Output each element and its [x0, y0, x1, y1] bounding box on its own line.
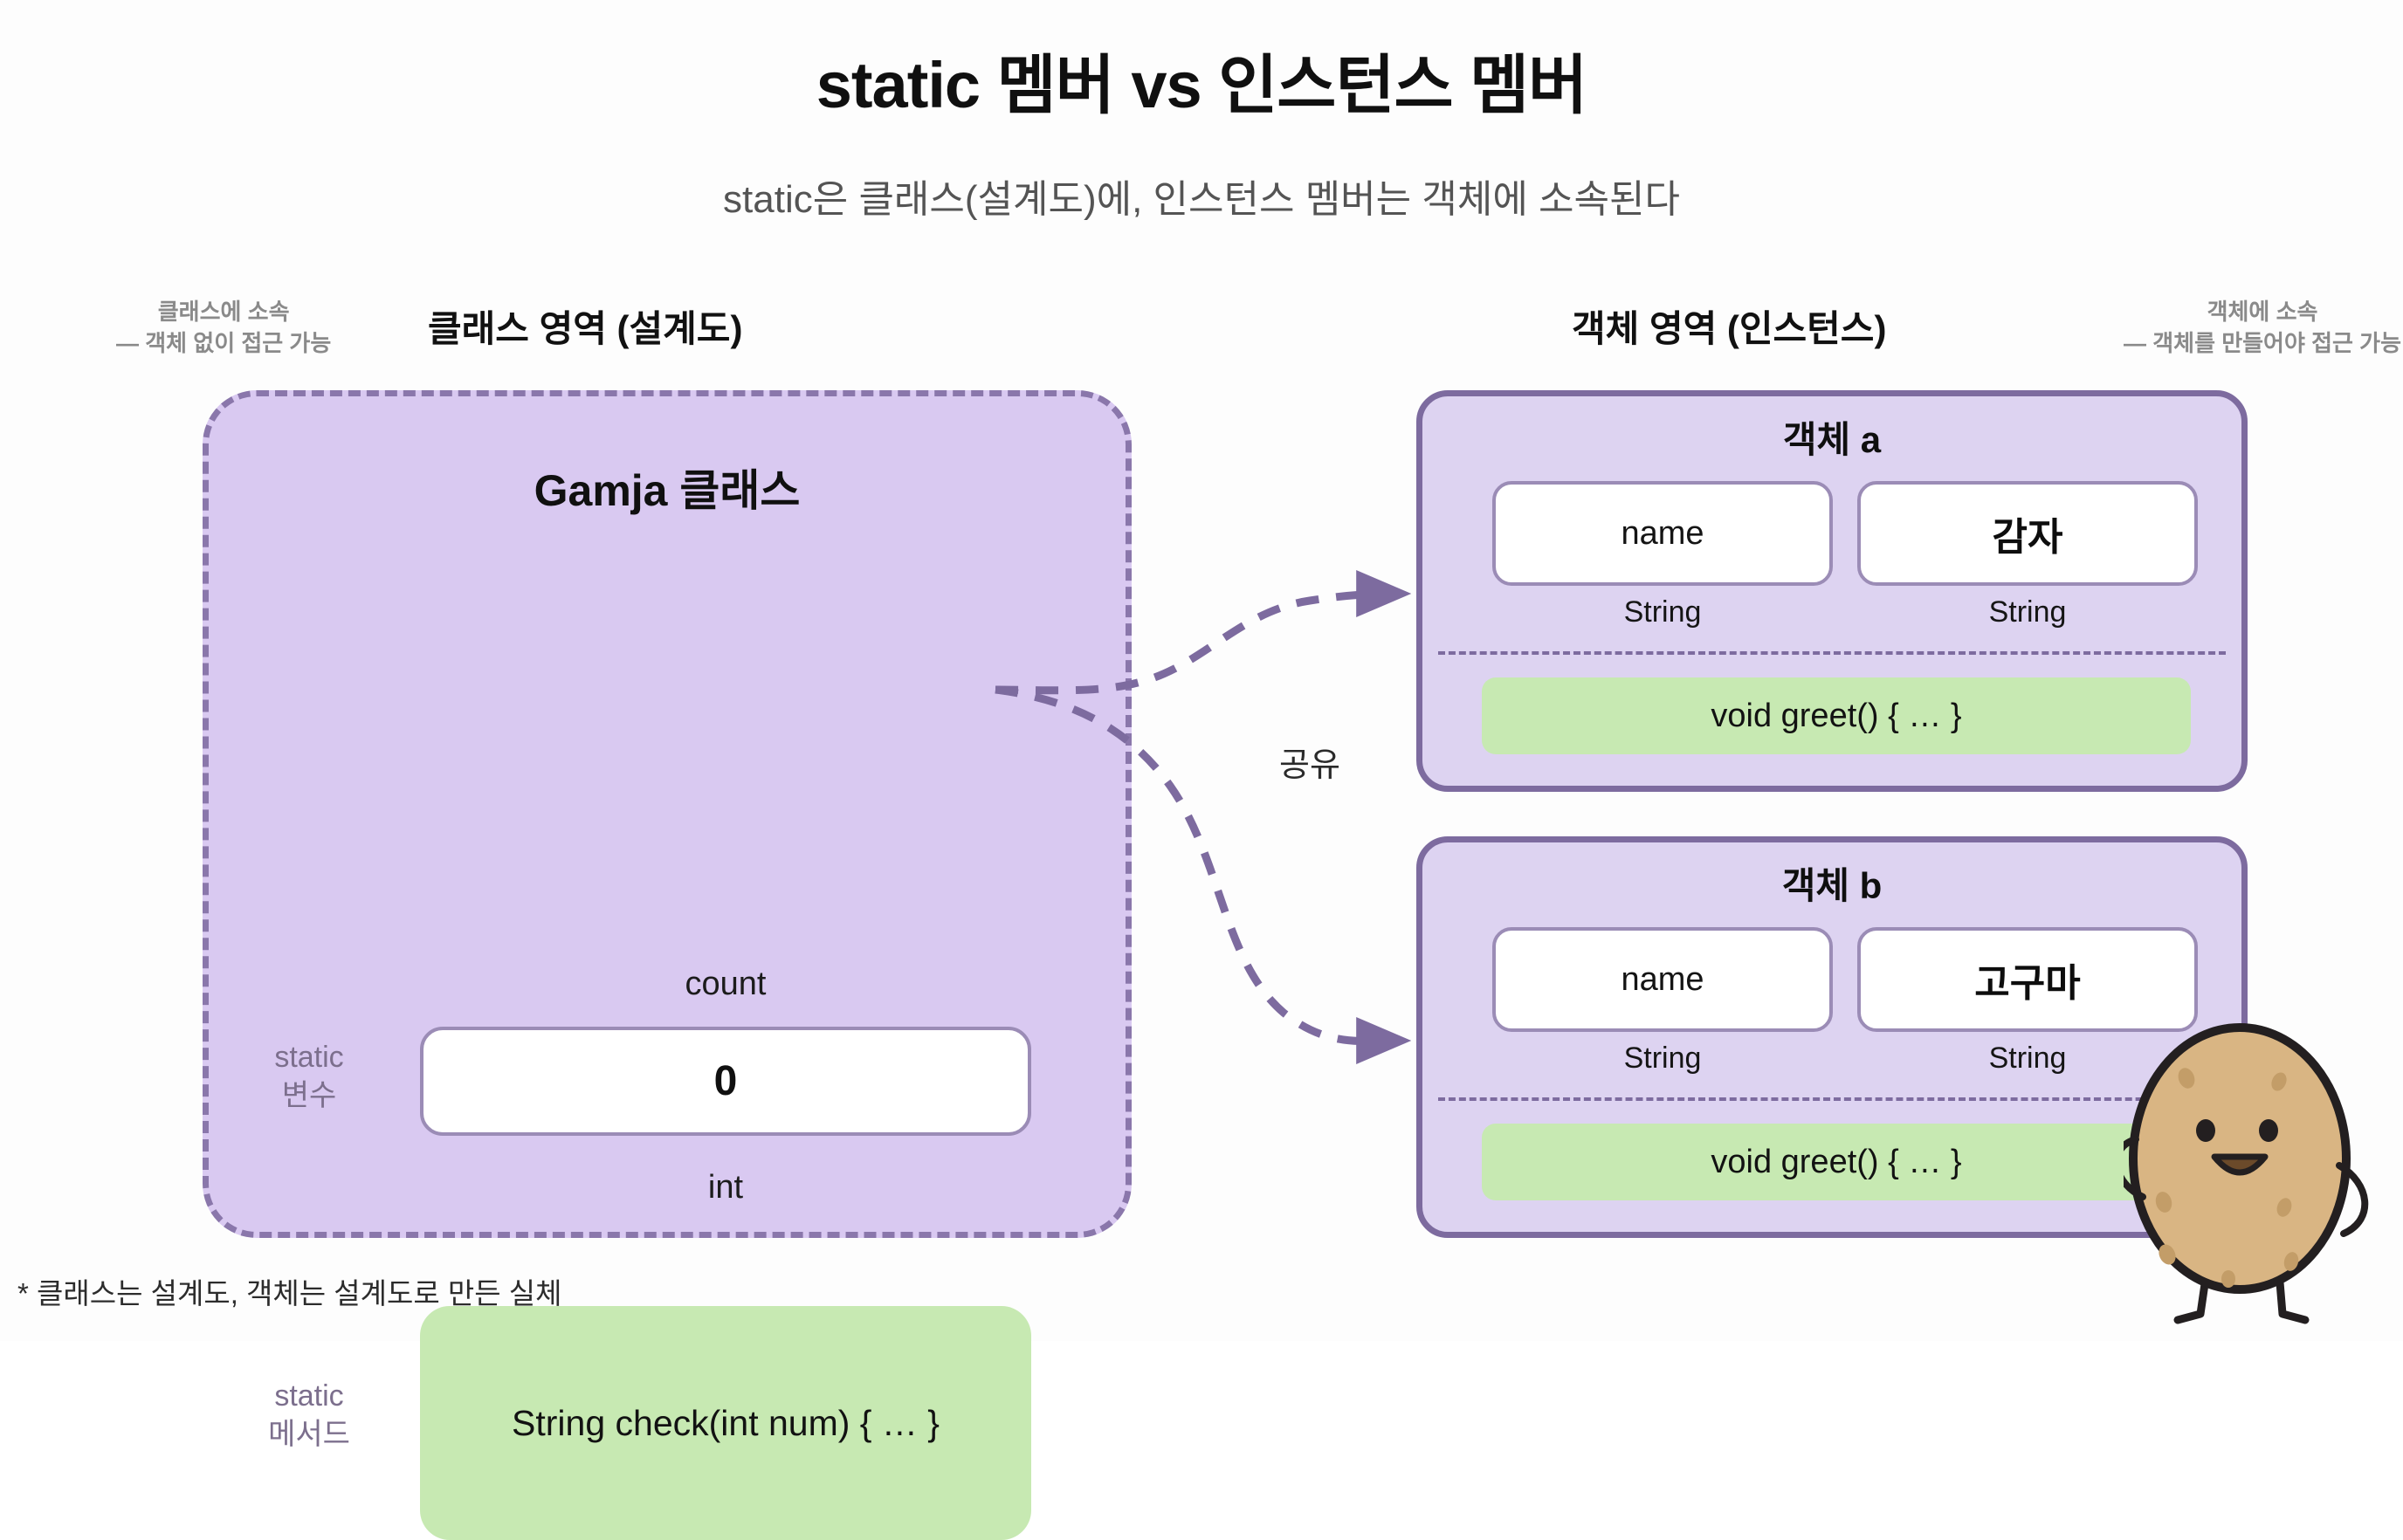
object-b-value-type: String — [1988, 1042, 2067, 1075]
potato-right-eye — [2259, 1119, 2278, 1142]
static-method-tag-line2: 메서드 — [268, 1418, 350, 1452]
object-b-field-name-box: name — [1492, 927, 1833, 1032]
object-a-field-value: 감자 — [1992, 516, 2063, 559]
object-a-title: 객체 a — [1782, 419, 1882, 460]
potato-mouth — [2211, 1153, 2269, 1176]
page-title: static 멤버 vs 인스턴스 멤버 — [816, 49, 1588, 121]
object-a-field-value-box: 감자 — [1857, 481, 2198, 586]
class-area-note-line1: 클래스에 소속 — [157, 299, 290, 325]
class-area-heading: 클래스 영역 (설계도) — [428, 308, 743, 349]
object-b-field-value-box: 고구마 — [1857, 927, 2198, 1032]
static-field-value-box: 0 — [420, 1027, 1031, 1136]
potato-mascot — [2124, 1023, 2369, 1324]
object-b-name-type: String — [1623, 1042, 1702, 1075]
object-b-method-box: void greet() { … } — [1482, 1124, 2191, 1200]
object-a-divider — [1438, 651, 2226, 655]
potato-spot — [2178, 1068, 2195, 1089]
class-area-note-line2: — 객체 없이 접근 가능 — [116, 329, 332, 356]
static-field-name: count — [685, 966, 767, 1002]
object-box-a: 객체 a name 감자 String String void greet() … — [1416, 390, 2248, 792]
object-area-heading: 객체 영역 (인스턴스) — [1572, 308, 1887, 349]
static-variable-tag: static 변수 — [235, 1038, 383, 1115]
object-area-note: 객체에 소속 — 객체를 만들어야 접근 가능 — [2124, 297, 2401, 360]
potato-right-arm — [2336, 1162, 2369, 1237]
object-area-note-line2: — 객체를 만들어야 접근 가능 — [2124, 329, 2402, 356]
object-area-note-line1: 객체에 소속 — [2207, 299, 2318, 325]
share-label: 공유 — [1279, 747, 1340, 784]
potato-right-leg — [2275, 1268, 2310, 1324]
object-a-value-type: String — [1988, 595, 2067, 629]
static-variable-tag-line1: static — [274, 1041, 344, 1074]
object-a-name-type: String — [1623, 595, 1702, 629]
static-method-tag-line1: static — [274, 1379, 344, 1413]
object-a-field-name: name — [1621, 514, 1704, 552]
potato-spot — [2283, 1252, 2299, 1271]
object-b-divider — [1438, 1097, 2226, 1101]
potato-spot — [2221, 1270, 2235, 1288]
potato-left-eye — [2196, 1119, 2215, 1142]
potato-spot — [2276, 1198, 2292, 1217]
static-field-type: int — [707, 1169, 744, 1206]
static-method-box: String check(int num) { … } — [420, 1306, 1031, 1540]
page-subtitle: static은 클래스(설계도)에, 인스턴스 멤버는 객체에 소속된다 — [723, 178, 1680, 221]
object-b-field-value: 고구마 — [1974, 962, 2081, 1005]
static-variable-tag-line2: 변수 — [281, 1079, 337, 1113]
class-area-note: 클래스에 소속 — 객체 없이 접근 가능 — [116, 297, 331, 360]
potato-spot — [2155, 1192, 2172, 1213]
potato-left-arm — [2124, 1136, 2146, 1200]
object-a-field-name-box: name — [1492, 481, 1833, 586]
object-box-b: 객체 b name 고구마 String String void greet()… — [1416, 836, 2248, 1238]
class-name-label: Gamja 클래스 — [534, 466, 801, 515]
object-b-field-name: name — [1621, 960, 1704, 998]
object-b-title: 객체 b — [1781, 865, 1883, 906]
object-a-method-box: void greet() { … } — [1482, 677, 2191, 754]
class-area-box: Gamja 클래스 static 변수 count 0 int static 메… — [203, 390, 1132, 1540]
static-method-tag: static 메서드 — [235, 1377, 383, 1454]
potato-spot — [2271, 1072, 2287, 1091]
potato-spot — [2159, 1244, 2176, 1265]
footnote: * 클래스는 설계도, 객체는 설계도로 만든 실체 — [17, 1277, 562, 1310]
